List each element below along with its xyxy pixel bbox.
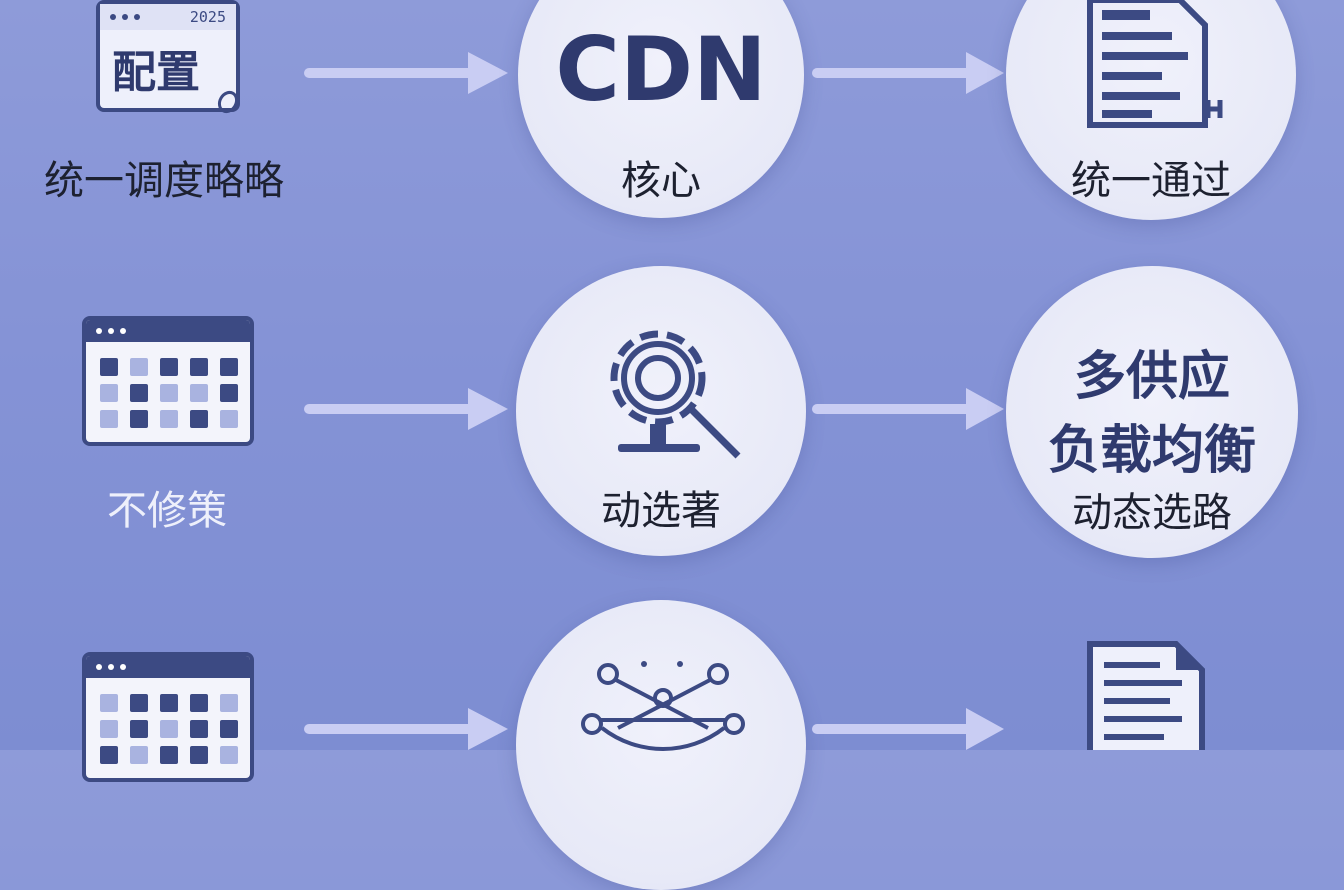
arrow-right-icon: [304, 708, 508, 750]
load-balance-circle: [1006, 266, 1298, 558]
row2-right-line2: 负载均衡: [1047, 421, 1256, 481]
row1-right-caption: 统一通过: [1071, 158, 1231, 204]
pen-icon: [217, 90, 239, 114]
document-icon: [1087, 0, 1223, 128]
arrow-right-icon: [304, 388, 508, 430]
row2-left-caption: 不修策: [107, 488, 227, 534]
calendar-grid-icon: [82, 652, 254, 782]
calendar-grid-icon: [82, 316, 254, 446]
document-icon: [1087, 641, 1205, 750]
row1-left-caption: 统一调度略略: [44, 158, 284, 204]
gear-magnifier-icon: [610, 330, 741, 459]
row2-right-line1: 多供应: [1073, 347, 1230, 407]
row2-center-caption: 动选著: [601, 488, 721, 534]
calendar-year: 2025: [189, 8, 226, 26]
arrow-right-icon: [304, 52, 508, 94]
config-title: 配置: [112, 47, 200, 98]
cdn-title: CDN: [555, 18, 767, 121]
arrow-right-icon: [812, 52, 1004, 94]
config-calendar-icon: 2025 配置: [96, 0, 246, 118]
network-nodes-icon: [581, 661, 745, 751]
row2-right-line3: 动态选路: [1072, 490, 1232, 536]
arrow-right-icon: [812, 708, 1004, 750]
arrow-right-icon: [812, 388, 1004, 430]
cdn-caption: 核心: [621, 158, 701, 204]
